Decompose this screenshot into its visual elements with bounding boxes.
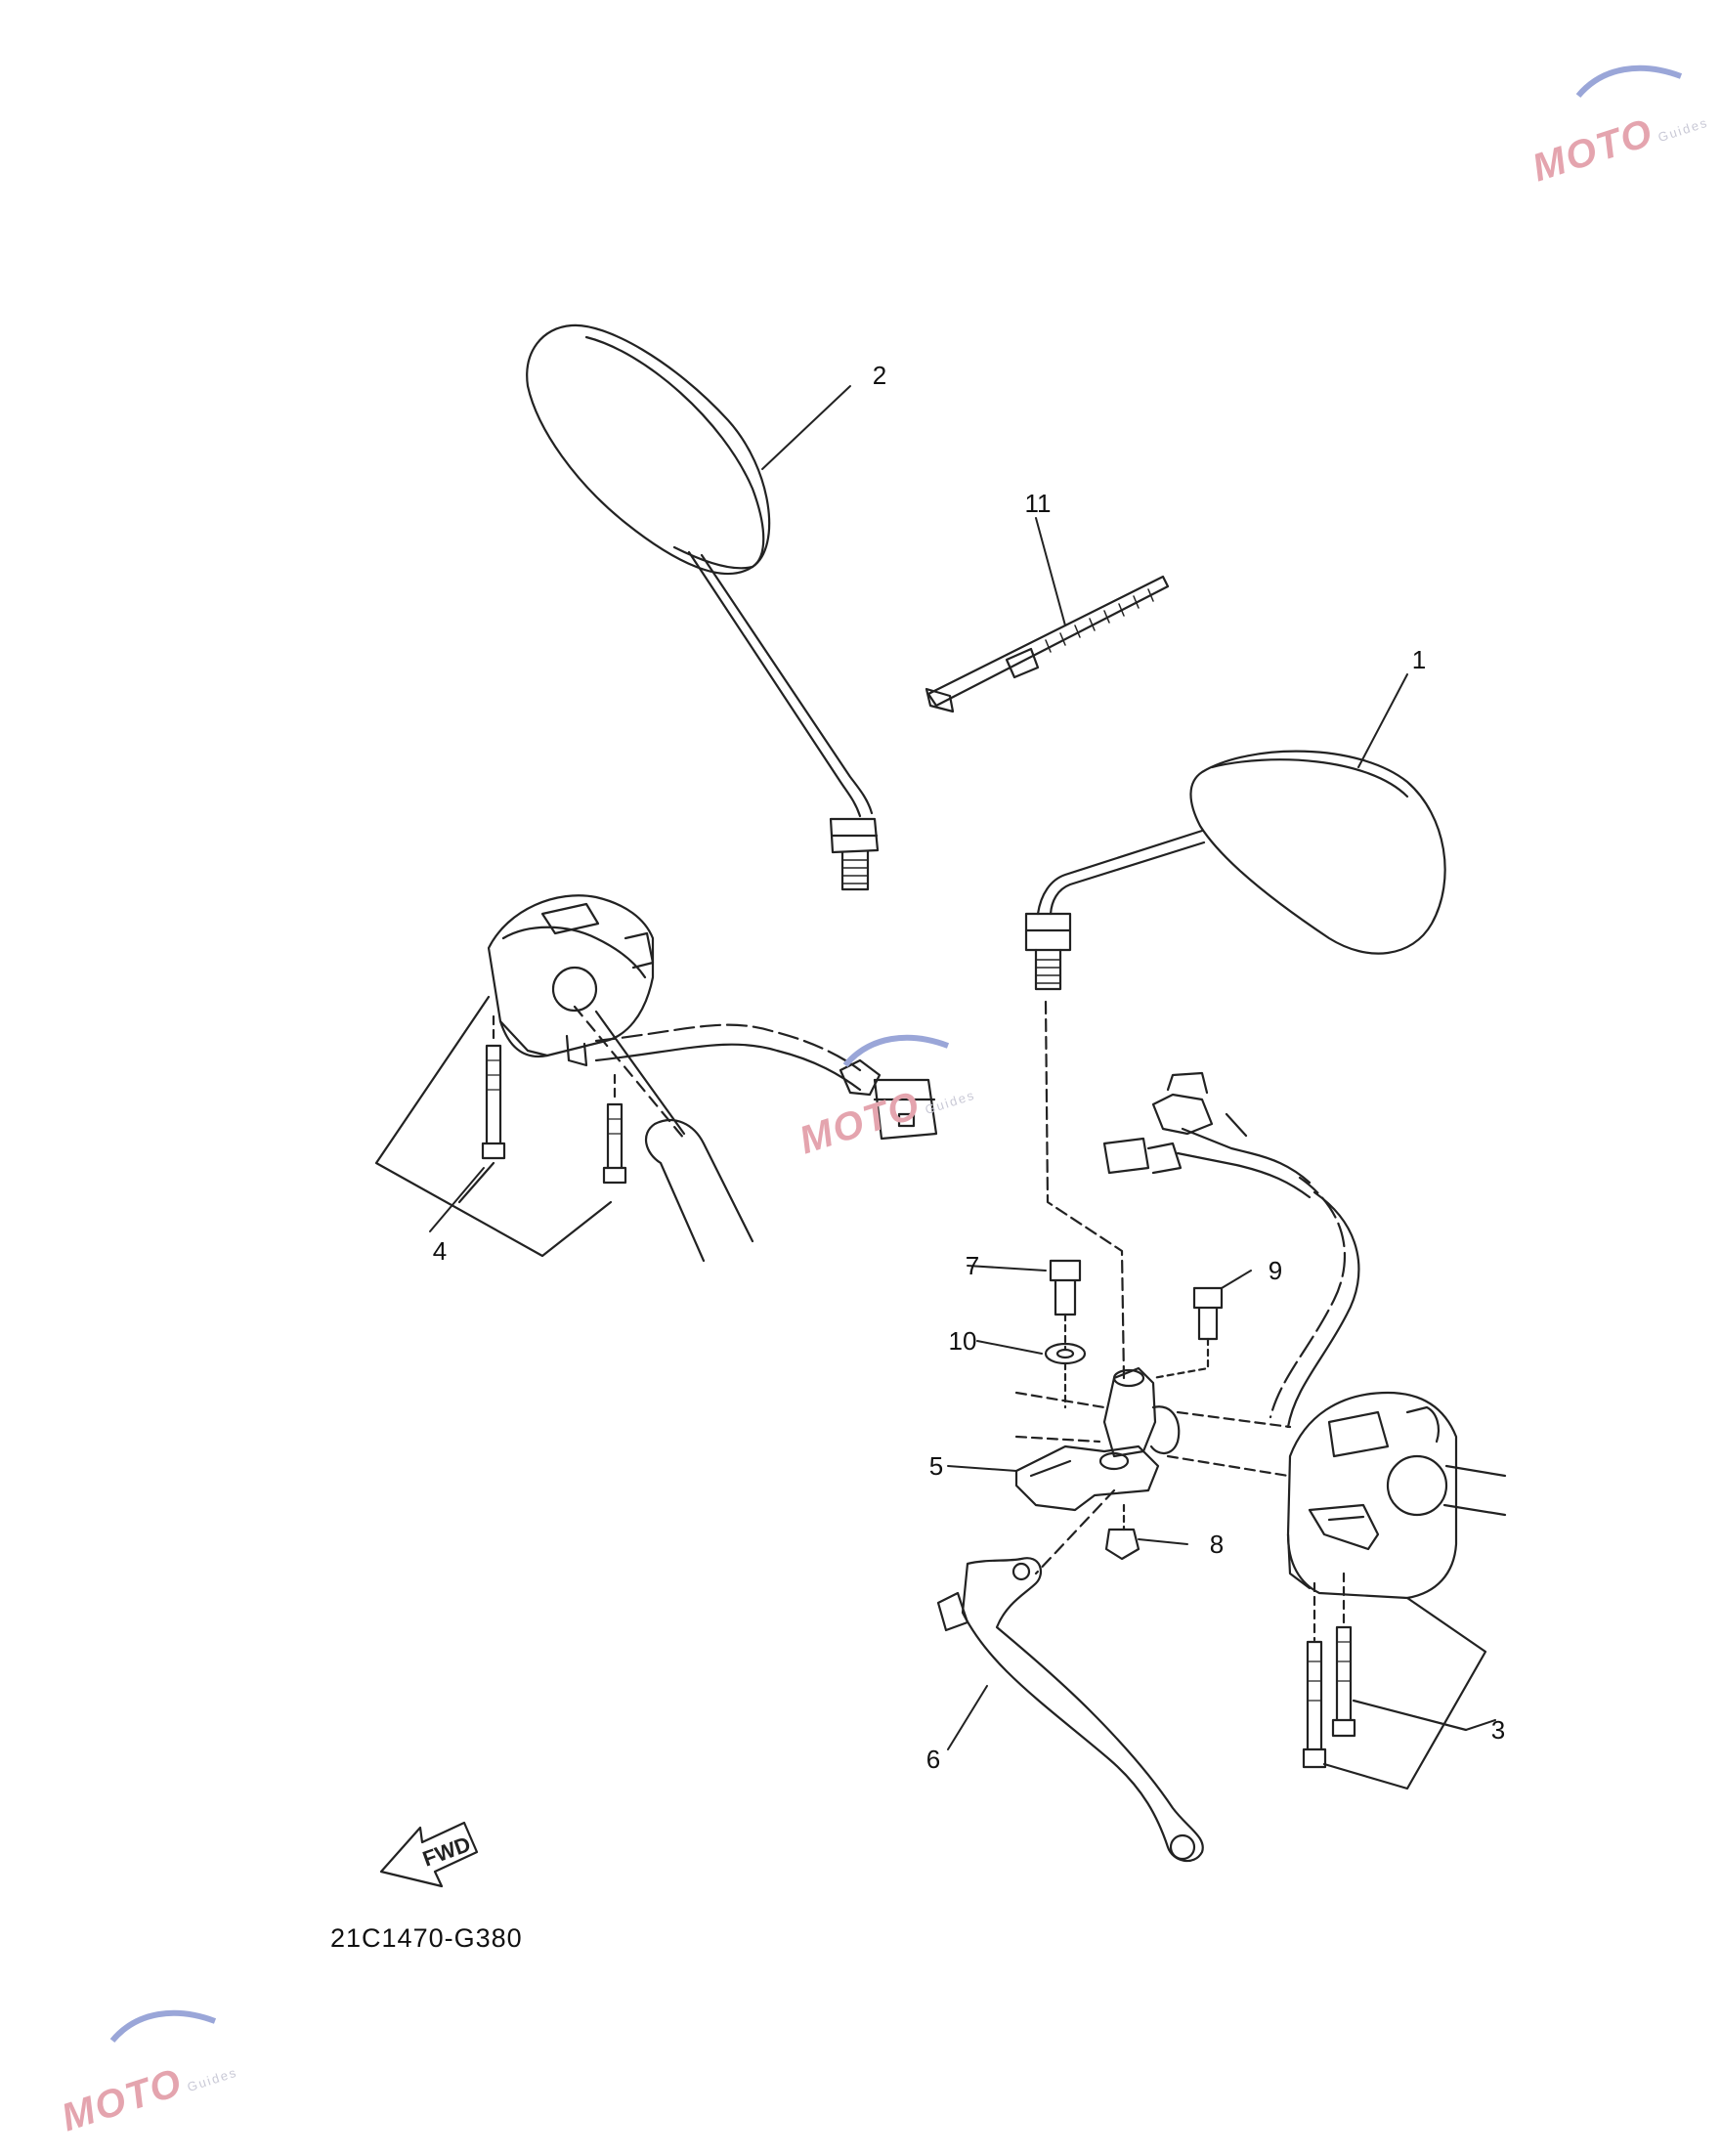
mirror-right [1024,750,1446,991]
mirror-left-thread [840,850,870,891]
lever-6 [961,1557,1204,1863]
handlebar-grip-left [594,1010,754,1263]
screw-right-a [1302,1640,1327,1769]
callout-3: 3 [1490,1715,1506,1745]
watermark-swoosh-center [842,1034,950,1067]
left-handlebar-switch [374,894,938,1263]
mirror-right-nut [1024,912,1072,952]
clamp-5 [1014,1445,1160,1512]
bolt-7 [1049,1259,1082,1316]
callout-8: 8 [1209,1530,1225,1559]
mirror-left-stem [687,550,862,818]
lever-holder-assembly [936,1259,1292,1863]
mirror-left-rim [584,335,765,569]
bolt-9 [1192,1286,1224,1341]
leader-lines [429,385,1496,1750]
mirror-left-nut [829,817,880,854]
mirror-left-head [526,323,771,576]
callout-11: 11 [1024,489,1052,518]
callout-9: 9 [1268,1256,1283,1285]
mirror-left [526,323,880,891]
connector-left [873,1078,938,1141]
right-switch-wiring [1044,1000,1360,1429]
nut-8 [1104,1528,1140,1561]
callout-2: 2 [872,361,887,390]
screw-right-b [1331,1625,1356,1738]
callout-1: 1 [1411,645,1427,674]
screw-left-a [481,1044,506,1160]
watermark-swoosh-top-right [1575,65,1683,98]
callout-4: 4 [432,1236,448,1266]
mirror-right-stem [1036,829,1204,916]
callout-10: 10 [948,1326,977,1356]
screw-left-b [602,1102,627,1185]
callout-7: 7 [965,1251,980,1280]
mirror-right-head [1189,750,1446,955]
callout-5: 5 [928,1451,944,1481]
watermark-swoosh-bottom-left [109,2009,217,2043]
callout-6: 6 [925,1745,941,1774]
cable-tie [925,575,1170,713]
right-handlebar-switch [1286,1391,1507,1790]
mirror-right-thread [1034,948,1062,991]
fwd-arrow: FWD [379,1821,479,1888]
drawing-code: 21C1470-G380 [330,1923,523,1953]
